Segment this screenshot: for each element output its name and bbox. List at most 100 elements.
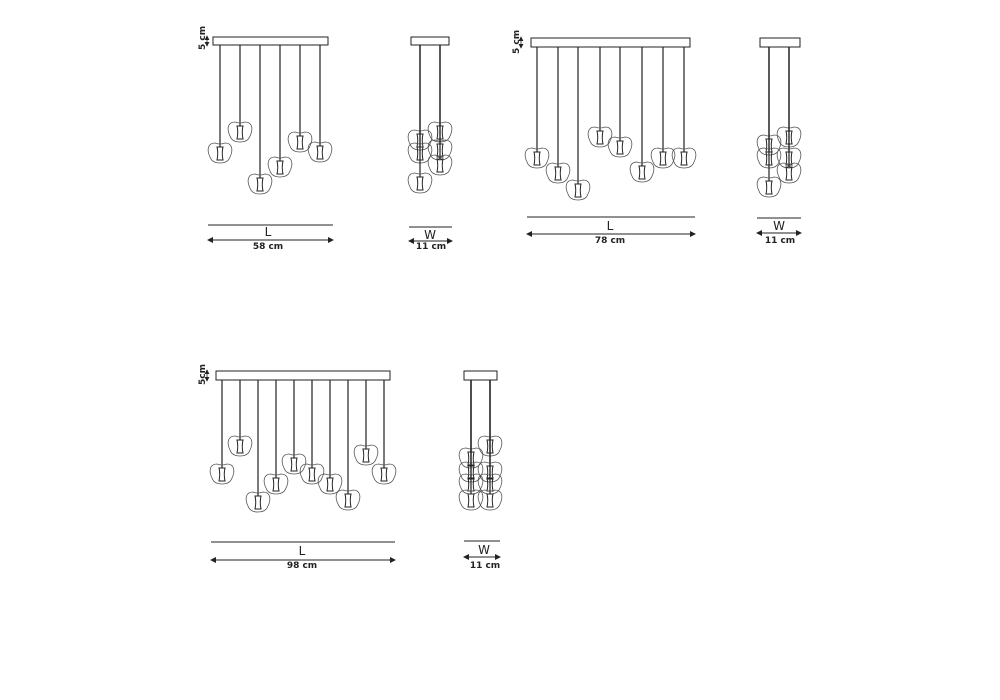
light-source <box>533 151 541 166</box>
width-value: 11 cm <box>765 236 795 246</box>
light-source <box>236 125 244 140</box>
glass-shade <box>307 141 333 163</box>
width-symbol: W <box>478 543 490 557</box>
canopy <box>759 37 801 48</box>
length-symbol: L <box>607 219 614 233</box>
glass-shade <box>458 447 484 469</box>
glass-shade <box>650 147 676 169</box>
canopy <box>410 36 450 46</box>
width-value: 11 cm <box>470 561 500 571</box>
glass-shade <box>477 473 503 495</box>
glass-shade <box>335 489 361 511</box>
light-source <box>596 130 604 145</box>
glass-shade <box>458 461 484 483</box>
length-symbol: L <box>265 225 272 239</box>
light-source <box>436 143 444 158</box>
light-source <box>467 451 475 466</box>
glass-shade <box>776 147 802 169</box>
height-label: 5cm <box>198 364 208 385</box>
light-source <box>486 439 494 454</box>
glass-shade <box>371 463 397 485</box>
light-source <box>416 176 424 191</box>
light-source <box>554 166 562 181</box>
width-symbol: W <box>773 219 785 233</box>
glass-shade <box>407 172 433 194</box>
light-source <box>638 165 646 180</box>
light-source <box>785 130 793 145</box>
height-label: 5 cm <box>512 30 522 54</box>
glass-shade <box>477 489 503 511</box>
light-source <box>326 477 334 492</box>
light-source <box>316 145 324 160</box>
glass-shade <box>756 147 782 169</box>
glass-shade <box>776 126 802 148</box>
length-value: 58 cm <box>253 242 283 252</box>
glass-shade <box>227 435 253 457</box>
light-source <box>380 467 388 482</box>
glass-shade <box>427 154 453 176</box>
glass-shade <box>353 444 379 466</box>
glass-shade <box>245 491 271 513</box>
canopy <box>530 37 691 48</box>
glass-shade <box>427 139 453 161</box>
light-source <box>290 457 298 472</box>
height-label: 5 cm <box>198 26 208 50</box>
light-source <box>486 493 494 508</box>
light-source <box>272 477 280 492</box>
light-source <box>254 495 262 510</box>
glass-shade <box>477 461 503 483</box>
light-source <box>659 151 667 166</box>
light-source <box>236 439 244 454</box>
glass-shade <box>607 136 633 158</box>
glass-shade <box>263 473 289 495</box>
glass-shade <box>267 156 293 178</box>
light-source <box>436 125 444 140</box>
width-value: 11 cm <box>416 242 446 252</box>
glass-shade <box>545 162 571 184</box>
glass-shade <box>587 126 613 148</box>
light-source <box>765 180 773 195</box>
length-value: 98 cm <box>287 561 317 571</box>
glass-shade <box>524 147 550 169</box>
glass-shade <box>629 161 655 183</box>
glass-shade <box>565 179 591 201</box>
glass-shade <box>227 121 253 143</box>
light-source <box>256 177 264 192</box>
canopy <box>212 36 329 46</box>
glass-shade <box>317 473 343 495</box>
light-source <box>785 166 793 181</box>
glass-shade <box>207 142 233 164</box>
glass-shade <box>458 489 484 511</box>
light-source <box>467 493 475 508</box>
light-source <box>574 183 582 198</box>
light-source <box>680 151 688 166</box>
glass-shade <box>477 435 503 457</box>
light-source <box>276 160 284 175</box>
light-source <box>362 448 370 463</box>
width-symbol: W <box>424 228 436 242</box>
light-source <box>344 493 352 508</box>
light-source <box>218 467 226 482</box>
glass-shade <box>671 147 697 169</box>
glass-shade <box>407 129 433 151</box>
light-source <box>785 151 793 166</box>
light-source <box>765 151 773 166</box>
light-source <box>416 146 424 161</box>
light-source <box>308 467 316 482</box>
canopy <box>463 370 498 381</box>
glass-shade <box>287 131 313 153</box>
light-source <box>216 146 224 161</box>
glass-shade <box>756 176 782 198</box>
light-source <box>436 158 444 173</box>
light-source <box>296 135 304 150</box>
glass-shade <box>776 162 802 184</box>
canopy <box>215 370 391 381</box>
glass-shade <box>458 473 484 495</box>
glass-shade <box>756 134 782 156</box>
light-source <box>616 140 624 155</box>
glass-shade <box>407 142 433 164</box>
length-symbol: L <box>299 544 306 558</box>
glass-shade <box>247 173 273 195</box>
length-value: 78 cm <box>595 236 625 246</box>
